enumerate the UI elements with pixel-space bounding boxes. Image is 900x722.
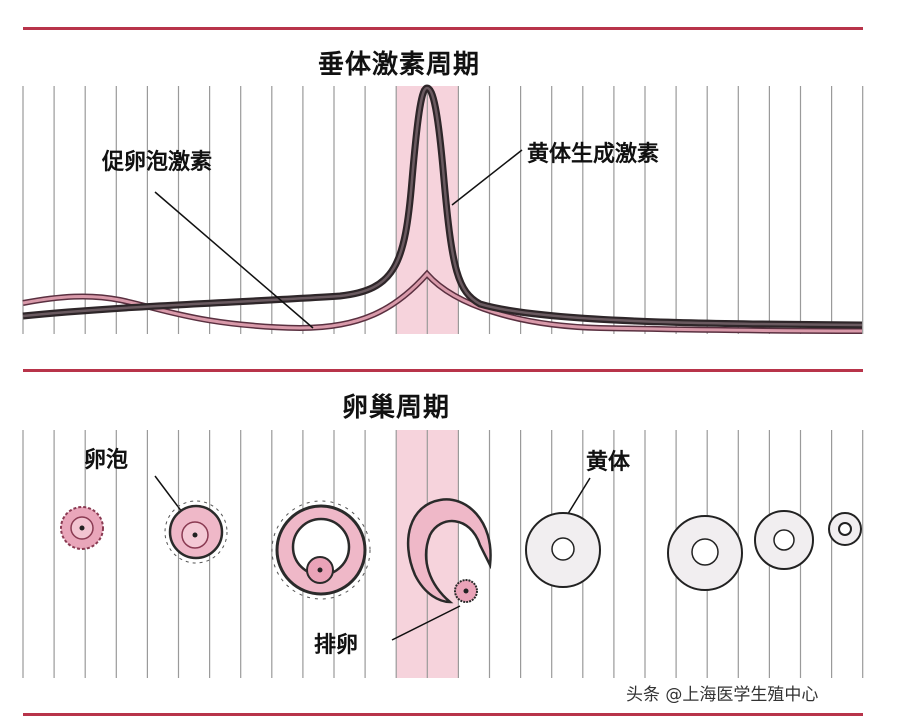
corpus-luteum-2 [667, 515, 743, 591]
lh-label: 黄体生成激素 [527, 142, 660, 167]
corpus-luteum-label: 黄体 [586, 450, 631, 475]
primary-follicle [164, 500, 228, 564]
follicle-leader [154, 475, 183, 513]
pituitary-cycle-title: 垂体激素周期 [318, 50, 481, 80]
corpus-luteum-1 [525, 512, 601, 588]
fsh-leader [154, 191, 314, 329]
grid-lines [22, 86, 864, 678]
corpus-albicans [828, 512, 862, 546]
primordial-follicle [60, 506, 104, 550]
corpus-luteum-3 [754, 510, 814, 570]
ruptured-follicle [406, 498, 492, 604]
ovulation-leader [391, 605, 461, 641]
ovulation-label: 排卵 [314, 633, 359, 658]
follicle-label: 卵泡 [84, 448, 129, 473]
corpus-luteum-leader [565, 477, 591, 518]
ovary-cycle-title: 卵巢周期 [342, 393, 451, 423]
antral-follicle [271, 500, 371, 600]
watermark: 头条 @上海医学生殖中心 [626, 685, 819, 705]
top-rule [23, 27, 863, 30]
lh-leader [451, 149, 523, 206]
middle-rule [23, 369, 863, 372]
fsh-label: 促卵泡激素 [102, 150, 213, 175]
bottom-rule [23, 713, 863, 716]
